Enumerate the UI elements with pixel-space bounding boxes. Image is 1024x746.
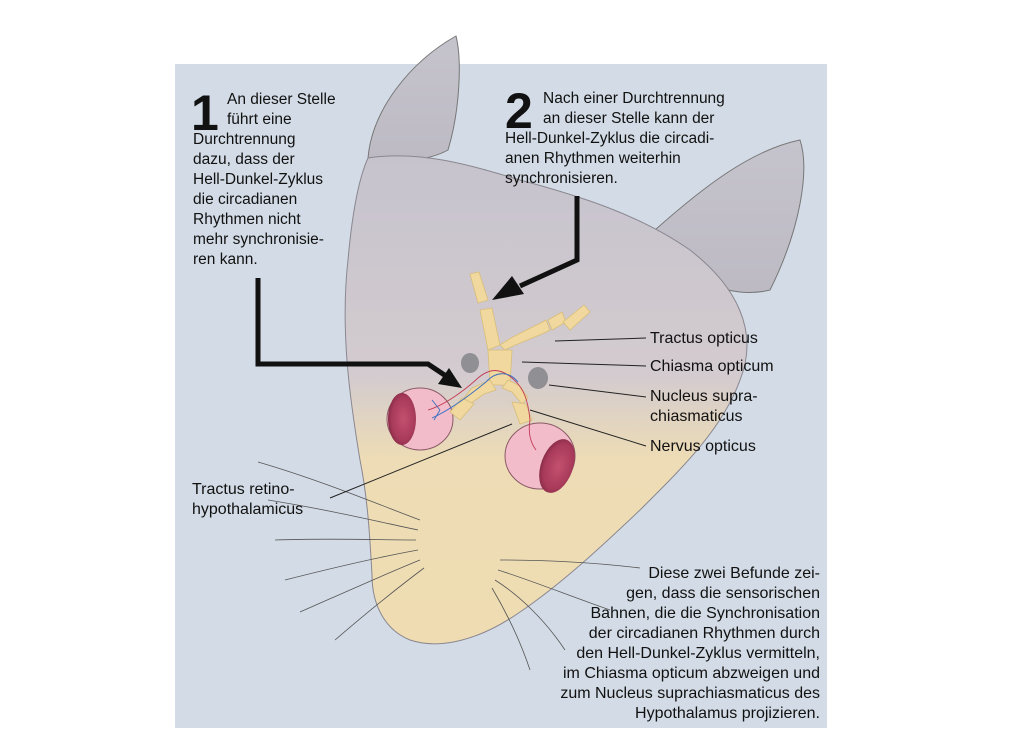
label-tractus-retinohypothalamicus: Tractus retino- hypothalamicus — [192, 481, 304, 518]
annotation-line: führt eine — [227, 111, 292, 128]
annotation-2-text: Nach einer Durchtrennung an dieser Stelle… — [505, 89, 725, 189]
nucleus-suprachiasmaticus-left — [461, 353, 479, 373]
annotation-line: dazu, dass der — [193, 151, 295, 168]
left-eye — [386, 387, 454, 451]
annotation-line: synchronisieren. — [505, 170, 618, 187]
annotation-line: Rhythmen nicht — [193, 211, 301, 228]
label-nervus-opticus: Nervus opticus — [650, 438, 756, 455]
optic-pathways — [449, 271, 591, 425]
retino-hypothalamic-fibers — [427, 370, 537, 451]
annotation-line: anen Rhythmen weiterhin — [505, 150, 681, 167]
annotation-line: die circadianen — [193, 191, 298, 208]
label-nucleus-suprachiasmaticus: Nucleus supra- chiasmaticus — [650, 388, 758, 425]
annotation-1-number: 1 — [191, 85, 219, 141]
annotation-line: Durchtrennung — [193, 131, 296, 148]
arrow-2 — [518, 196, 580, 289]
label-chiasma-opticum: Chiasma opticum — [650, 358, 774, 375]
head — [344, 155, 748, 645]
annotation-line: Hell-Dunkel-Zyklus die circadi- — [505, 130, 715, 147]
arrow-1 — [255, 278, 448, 379]
whiskers-left — [257, 461, 425, 641]
label-tractus-opticus: Tractus opticus — [650, 330, 758, 347]
annotation-line: mehr synchronisie- — [193, 231, 324, 248]
left-ear — [367, 35, 460, 162]
conclusion-text: Diese zwei Befunde zei- gen, dass die se… — [560, 565, 820, 722]
annotation-line: Hell-Dunkel-Zyklus — [193, 171, 324, 188]
annotation-2-number: 2 — [505, 83, 533, 139]
annotation-line: Nach einer Durchtrennung — [543, 90, 725, 107]
right-eye — [504, 422, 576, 493]
arrow-1-head — [438, 368, 462, 388]
arrow-2-head — [492, 276, 524, 300]
annotation-line: ren kann. — [193, 251, 258, 268]
annotation-line: An dieser Stelle — [227, 91, 336, 108]
leader-lines — [329, 337, 647, 499]
annotation-line: an dieser Stelle kann der — [543, 110, 715, 127]
nucleus-suprachiasmaticus-right — [528, 367, 548, 389]
whiskers-right — [491, 559, 641, 671]
